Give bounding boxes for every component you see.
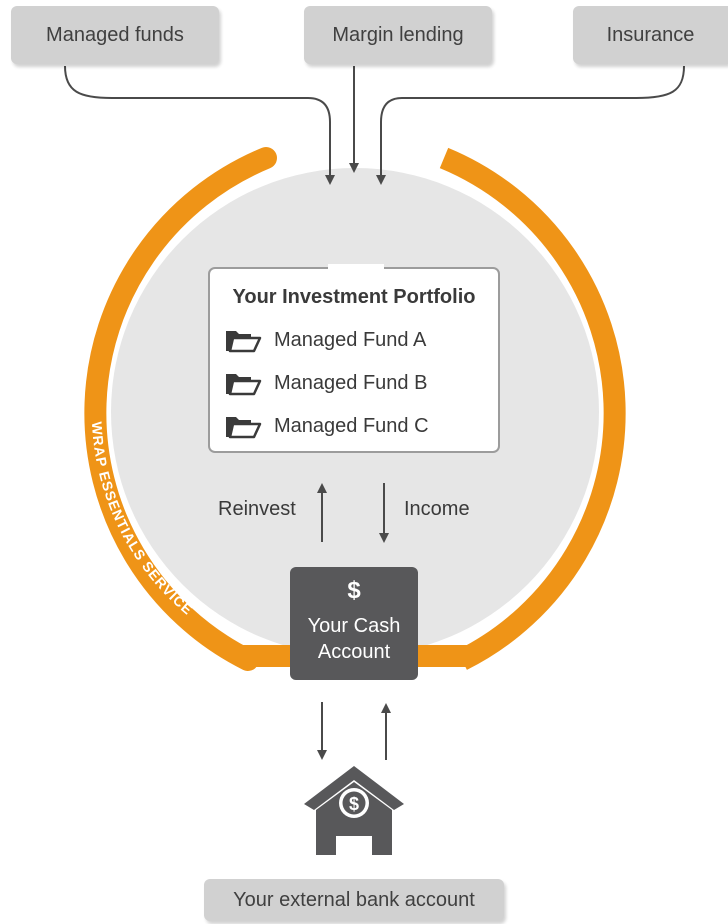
arrow-managed-funds — [64, 65, 335, 185]
source-managed-funds: Managed funds — [11, 6, 219, 64]
portfolio-title: Your Investment Portfolio — [232, 286, 476, 308]
source-insurance: Insurance — [573, 6, 728, 64]
dollar-icon: $ — [347, 577, 361, 604]
fund-label: Managed Fund A — [274, 328, 427, 351]
external-bank-label: Your external bank account — [233, 888, 475, 911]
cash-account-line2: Account — [317, 641, 391, 663]
service-ring-right — [439, 147, 626, 670]
fund-label: Managed Fund B — [274, 371, 428, 394]
source-margin-lending-label: Margin lending — [332, 23, 464, 46]
source-managed-funds-label: Managed funds — [46, 23, 184, 46]
fund-item: Managed Fund A — [224, 325, 426, 355]
external-bank-account: Your external bank account — [204, 879, 504, 921]
investment-portfolio: Your Investment Portfolio Managed Fund A… — [208, 267, 500, 453]
portfolio-entry-gap — [328, 264, 384, 272]
svg-text:$: $ — [349, 794, 359, 814]
service-ring-left — [84, 147, 277, 671]
source-insurance-label: Insurance — [606, 23, 695, 46]
folder-icon — [226, 331, 262, 353]
cash-account: $ Your Cash Account — [290, 567, 418, 680]
folder-icon — [226, 417, 262, 439]
bank-icon: $ — [304, 766, 404, 855]
cash-account-line1: Your Cash — [307, 615, 401, 637]
income-label: Income — [404, 498, 470, 520]
arrow-insurance — [376, 65, 685, 185]
fund-label: Managed Fund C — [274, 414, 429, 437]
fund-item: Managed Fund B — [224, 368, 427, 398]
fund-item: Managed Fund C — [224, 411, 429, 441]
source-margin-lending: Margin lending — [304, 6, 492, 64]
folder-icon — [226, 374, 262, 396]
reinvest-label: Reinvest — [218, 498, 296, 520]
